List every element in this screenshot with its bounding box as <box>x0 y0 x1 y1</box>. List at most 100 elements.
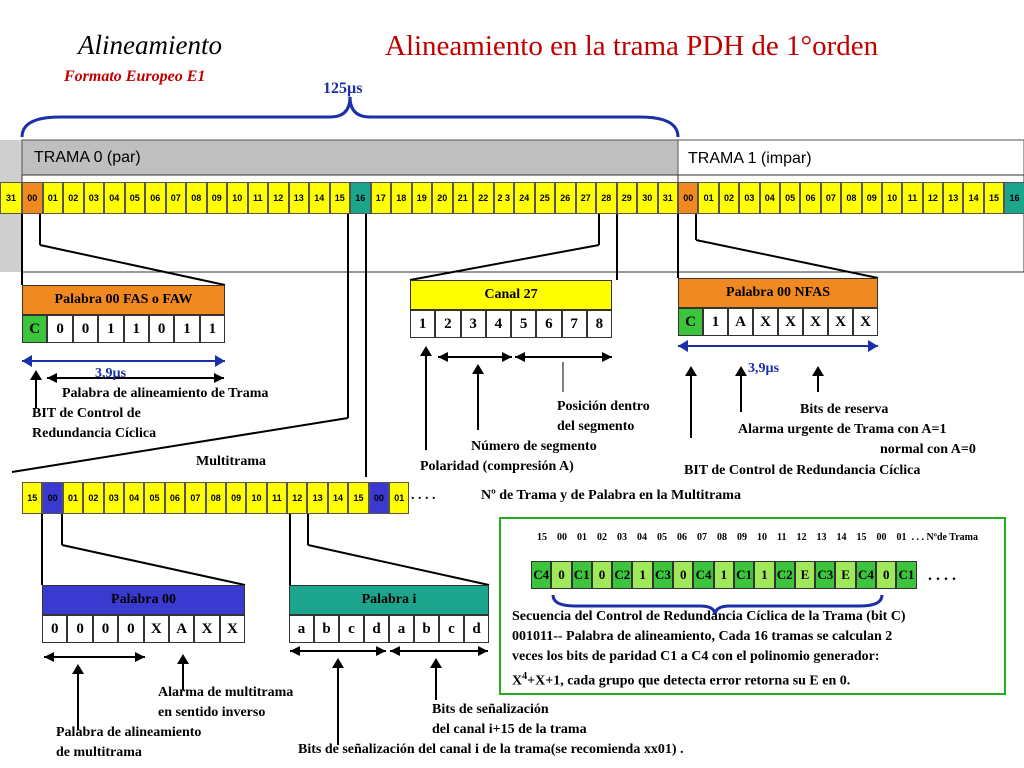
palabra00-label-word-2: de multitrama <box>56 745 142 760</box>
timeslot-cell: 29 <box>616 182 637 214</box>
crc-desc-4: X4+X+1, cada grupo que detecta error ret… <box>512 671 851 689</box>
bit-cell: 1 <box>98 315 124 343</box>
crc-cell: C1 <box>571 561 592 589</box>
crc-cell: C1 <box>896 561 917 589</box>
palabra00-label-alarm-1: Alarma de multitrama <box>158 685 294 700</box>
multitrama-cell: 04 <box>123 482 145 514</box>
timeslot-cell: 07 <box>165 182 186 214</box>
bit-cell: X <box>194 615 220 643</box>
timeslot-cell: 31 <box>657 182 678 214</box>
bit-cell: X <box>803 308 828 336</box>
crc-cell: E <box>835 561 856 589</box>
crc-cell: 0 <box>876 561 897 589</box>
palabra-i-label-sig-1: Bits de señalización <box>432 702 549 717</box>
bit-cell: 2 <box>435 310 461 338</box>
frame0-label: TRAMA 0 (par) <box>34 149 141 166</box>
crc-desc-1: Secuencia del Control de Redundancia Cíc… <box>512 609 906 624</box>
bit-cell: 1 <box>703 308 728 336</box>
multitrama-cell: 03 <box>103 482 124 514</box>
bit-cell: d <box>464 615 489 643</box>
multitrama-cell: 10 <box>246 482 267 514</box>
crc-desc-3: veces los bits de paridad C1 a C4 con el… <box>512 649 880 664</box>
timeslot-cell: 19 <box>411 182 432 214</box>
bit-cell: a <box>289 615 314 643</box>
bit-cell: 6 <box>536 310 562 338</box>
timeslot-cell: 30 <box>637 182 658 214</box>
timeslot-cell: 05 <box>124 182 145 214</box>
crc-cell: C2 <box>774 561 795 589</box>
nfas-label-alarm-2: normal con A=0 <box>880 442 976 457</box>
crc-cell: C1 <box>733 561 755 589</box>
multitrama-cell: 15 <box>22 482 43 514</box>
canal27-header: Canal 27 <box>410 280 612 310</box>
timeslot-cell: 12 <box>922 182 944 214</box>
timeslot-cell: 18 <box>391 182 412 214</box>
timeslot-cell: 28 <box>596 182 617 214</box>
multitrama-cell: 11 <box>266 482 288 514</box>
palabra-i-header: Palabra i <box>289 585 489 615</box>
bit-cell: 1 <box>410 310 436 338</box>
multitrama-label: Multitrama <box>196 454 266 469</box>
fas-label-word: Palabra de alineamiento de Trama <box>62 386 269 401</box>
timeslot-cell: 16 <box>1004 182 1024 214</box>
bit-cell: 0 <box>148 315 175 343</box>
bit-cell: A <box>728 308 753 336</box>
frame1-label: TRAMA 1 (impar) <box>688 150 812 167</box>
multitrama-cell: 14 <box>327 482 349 514</box>
crc-box-border <box>499 517 1006 695</box>
bit-cell: 0 <box>118 615 144 643</box>
fas-header: Palabra 00 FAS o FAW <box>22 285 225 315</box>
canal27-label-seg: Número de segmento <box>471 439 597 454</box>
bit-cell: a <box>389 615 414 643</box>
bit-cell: C <box>22 315 48 343</box>
bit-cell: 1 <box>174 315 200 343</box>
canal27-label-pos-1: Posición dentro <box>557 399 650 414</box>
nfas-duration: 3,9µs <box>748 361 780 376</box>
timeslot-cell: 31 <box>0 182 22 214</box>
crc-cell: 1 <box>754 561 775 589</box>
bit-cell: 1 <box>123 315 149 343</box>
palabra00-header: Palabra 00 <box>42 585 245 615</box>
crc-cell: C2 <box>612 561 633 589</box>
crc-cell: 1 <box>632 561 653 589</box>
bit-cell: b <box>314 615 339 643</box>
timeslot-cell: 06 <box>145 182 166 214</box>
timeslot-cell: 20 <box>432 182 453 214</box>
timeslot-cell: 00 <box>22 182 43 214</box>
timeslot-cell: 21 <box>452 182 473 214</box>
crc-cell: E <box>794 561 816 589</box>
timeslot-cell: 02 <box>718 182 740 214</box>
bit-cell: 0 <box>67 615 93 643</box>
timeslot-cell: 17 <box>370 182 391 214</box>
multitrama-cell: 15 <box>348 482 369 514</box>
timeslot-cell: 14 <box>963 182 984 214</box>
bit-cell: 5 <box>511 310 537 338</box>
subtitle-formato-e1: Formato Europeo E1 <box>64 68 206 85</box>
timeslot-cell: 06 <box>800 182 821 214</box>
bit-cell: c <box>439 615 464 643</box>
palabra00-label-alarm-2: en sentido inverso <box>158 705 266 720</box>
multitrama-cell: 08 <box>205 482 226 514</box>
multitrama-cell: 06 <box>164 482 186 514</box>
timeslot-cell: 14 <box>309 182 330 214</box>
palabra00-label-word-1: Palabra de alineamiento <box>56 725 202 740</box>
bit-cell: X <box>143 615 169 643</box>
fas-label-crc-2: Redundancia Cíclica <box>32 426 157 441</box>
nfas-label-reserve: Bits de reserva <box>800 402 889 417</box>
timeslot-cell: 27 <box>575 182 596 214</box>
timeslot-cell: 04 <box>104 182 125 214</box>
multitrama-caption: Nº de Trama y de Palabra en la Multitram… <box>481 488 741 503</box>
canal27-label-pos-2: del segmento <box>557 419 635 434</box>
multitrama-cell: 09 <box>225 482 247 514</box>
multitrama-cell: 02 <box>83 482 104 514</box>
crc-brace <box>551 594 884 616</box>
bit-cell: 0 <box>42 615 68 643</box>
bit-cell: 7 <box>561 310 587 338</box>
timeslot-cell: 15 <box>329 182 350 214</box>
timeslot-cell: 02 <box>63 182 84 214</box>
